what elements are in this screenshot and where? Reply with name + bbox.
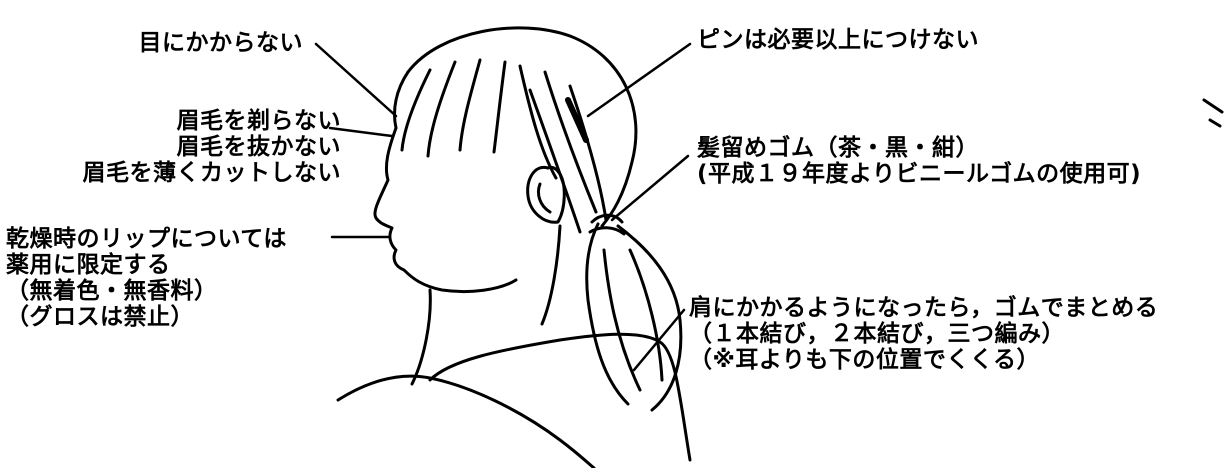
annotation-shoulder-line: 肩にかかるようになったら，ゴムでまとめる xyxy=(689,295,1159,321)
annotation-hairband-line: 髪留めゴム（茶・黒・紺） xyxy=(697,135,979,161)
hair-strands xyxy=(518,64,608,234)
neck-front xyxy=(410,288,432,386)
head-outline xyxy=(406,26,638,228)
leader-hairband xyxy=(610,154,690,222)
annotation-eyebrow-line: 眉毛を薄くカットしない xyxy=(82,160,341,186)
annotation-lip-line: 薬用に限定する xyxy=(6,252,171,278)
annotation-eyebrow-line: 眉毛を剃らない xyxy=(176,108,341,134)
annotation-eye: 目にかからない xyxy=(0,30,303,56)
neck-back xyxy=(540,224,562,326)
leader-pin xyxy=(586,42,692,118)
hairband xyxy=(588,213,626,236)
leader-shoulder xyxy=(632,308,686,372)
bangs xyxy=(400,58,507,158)
face-profile xyxy=(373,126,518,294)
annotation-lip: 乾燥時のリップについては 薬用に限定する （無着色・無香料） （グロスは禁止） xyxy=(6,226,326,330)
annotation-eye-line: 目にかからない xyxy=(138,30,303,56)
annotation-pin: ピンは必要以上につけない xyxy=(697,27,1027,53)
annotation-hairband: 髪留めゴム（茶・黒・紺） (平成１９年度よりビニールゴムの使用可) xyxy=(697,135,1217,187)
annotation-eyebrow: 眉毛を剃らない 眉毛を抜かない 眉毛を薄くカットしない xyxy=(0,108,341,186)
annotation-shoulder-line: （１本結び，２本結び，三つ編み） xyxy=(689,321,1065,347)
hair-crown xyxy=(393,70,410,130)
annotation-pin-line: ピンは必要以上につけない xyxy=(697,27,979,53)
annotation-eyebrow-line: 眉毛を抜かない xyxy=(176,134,341,160)
annotation-shoulder: 肩にかかるようになったら，ゴムでまとめる （１本結び，２本結び，三つ編み） （※… xyxy=(689,295,1225,373)
hairpin xyxy=(565,97,589,143)
annotation-shoulder-line: （※耳よりも下の位置でくくる） xyxy=(689,347,1040,373)
leader-eyebrow xyxy=(328,126,394,138)
annotation-hairband-line: (平成１９年度よりビニールゴムの使用可) xyxy=(697,161,1142,187)
shoulders xyxy=(336,374,596,468)
annotation-lip-line: （グロスは禁止） xyxy=(6,304,194,330)
leader-eye xyxy=(314,42,398,118)
ear xyxy=(526,165,566,224)
ponytail xyxy=(585,222,683,412)
annotation-lip-line: 乾燥時のリップについては xyxy=(6,226,287,252)
annotation-lip-line: （無着色・無香料） xyxy=(6,278,218,304)
